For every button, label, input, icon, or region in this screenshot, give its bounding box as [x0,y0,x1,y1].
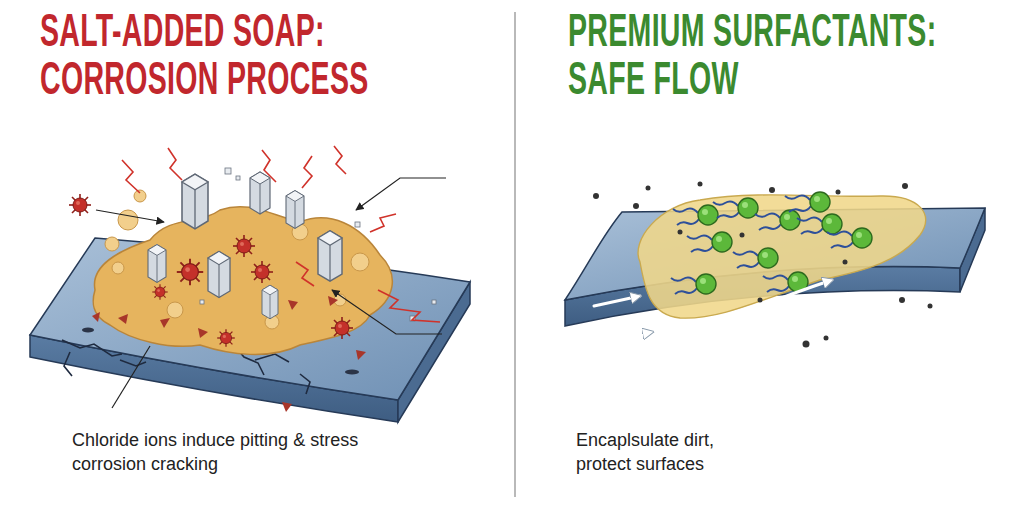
ion-sparks [122,146,440,322]
crack [300,374,310,394]
bubble [167,302,183,318]
dirt-particle [899,297,905,303]
flow-arrow [594,296,640,306]
crack [62,340,122,356]
dirt-particle [769,187,775,193]
salt-crystal [208,251,230,297]
flow-arrows [594,280,832,362]
panel-caption: Chloride ions induce pitting & stress co… [72,428,382,476]
salt-crystal [148,245,166,283]
surfactant-molecule [827,228,872,248]
dirt-particle [633,203,639,209]
panel-heading: SALT-ADDED SOAP: CORROSION PROCESS [40,6,462,102]
salt-crystal [182,174,208,229]
dirt-particle [803,341,810,348]
dirt-particle [824,336,829,341]
bubble [351,253,369,271]
bubble [105,237,119,251]
spark [370,214,396,232]
surfactant-film [638,195,926,318]
foam-bubbles [105,190,369,329]
spark [168,148,182,180]
crack [120,360,146,366]
bacterium [251,261,273,283]
bacterium [233,235,255,257]
leader-line [332,290,442,334]
dirt-particle [836,190,841,195]
dirt-particle [740,233,745,238]
salt-crystal [262,285,278,319]
bacterium [177,259,203,285]
rust-flake [118,314,128,324]
crack [255,354,289,362]
salt-grain [200,300,204,304]
surfactant-molecule [671,274,716,294]
dirt-particle [678,230,683,235]
salt-crystal [318,231,342,281]
salt-crystal [250,172,270,214]
rust-flake [282,402,292,412]
surfactant-molecule [733,248,778,268]
dirt-particle [843,260,848,265]
rust-flake [92,312,100,322]
bacterium [217,329,235,347]
rust-flake [288,300,298,310]
salt-grain [225,168,231,174]
crack [64,352,72,376]
surfactant-molecule [797,214,842,234]
spark [296,262,314,286]
flow-arrow [766,280,832,304]
spark [302,156,312,188]
salt-grain [432,300,436,304]
salt-grain [236,176,240,180]
panel-divider [514,12,515,497]
bubble [118,210,138,230]
spark [262,150,276,182]
dirt-particles [593,182,933,348]
surfactant-molecule [687,232,732,252]
surfactant-molecule [713,198,758,218]
bacterium [152,284,167,299]
spark [334,146,346,174]
dirt-particle [593,193,599,199]
salt-grain [355,222,360,227]
rust-flake [356,350,366,360]
dirt-particle [928,304,933,309]
bacterium [331,317,353,339]
spark [122,160,140,193]
pit [82,328,94,333]
leader-line [356,178,446,210]
salt-grains [200,168,436,321]
spark [378,290,440,322]
dirt-particle [646,186,651,191]
leader-line [112,346,150,408]
flow-arrow [612,332,652,362]
dirt-particle [902,183,908,189]
panel-caption: Encaplsulate dirt, protect surfaces [576,428,766,476]
rust-flake [198,328,208,338]
panel-heading: PREMIUM SURFACTANTS: SAFE FLOW [568,6,990,102]
leader-line [96,210,164,222]
surfactant-molecule [673,205,718,225]
bacterium [69,194,91,216]
dirt-particle [698,182,703,187]
bubble [112,262,124,274]
soap-foam [93,207,392,355]
leader-lines [96,178,446,408]
dirt-particle [758,298,763,303]
surfactant-molecule [785,192,830,212]
rust-flakes [92,296,366,412]
bubble [134,190,146,202]
pit [345,370,359,375]
rust-flake [328,296,338,306]
rust-flake [160,318,170,328]
surfactant-molecule [755,210,800,230]
salt-crystal [286,191,304,229]
surfactant-molecule [763,272,808,292]
